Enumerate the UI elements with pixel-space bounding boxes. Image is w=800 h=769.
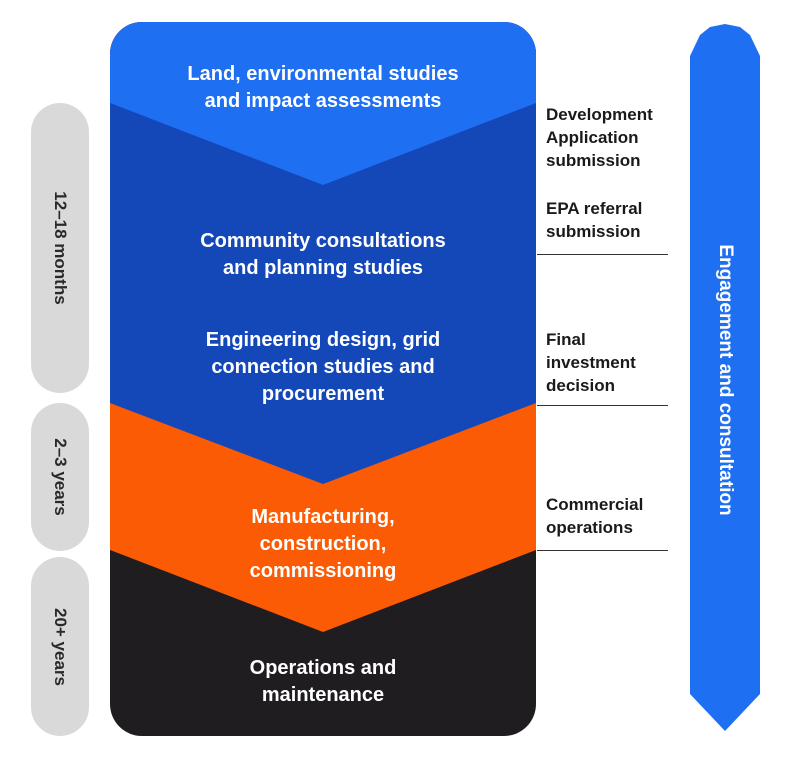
stage-engineering-label: Engineering design, grid connection stud… (205, 329, 441, 405)
milestone-divider (537, 550, 668, 551)
milestone-development-application: Development Application submission (546, 105, 653, 170)
timeline-pill-phase2: 2–3 years (31, 403, 89, 551)
stage-community-label: Community consultations and planning stu… (200, 230, 446, 279)
milestone-epa-referral: EPA referral submission (546, 199, 643, 241)
milestone-final-investment: Final investment decision (546, 330, 636, 395)
engagement-label: Engagement and consultation (715, 244, 736, 516)
stage-stack (110, 22, 536, 736)
timeline-pill-phase1: 12–18 months (31, 103, 89, 393)
stage-land-label: Land, environmental studies and impact a… (187, 63, 459, 112)
milestone-divider (537, 405, 668, 406)
milestone-divider (537, 254, 668, 255)
milestone-commercial-operations: Commercial operations (546, 495, 644, 537)
stage-land-shape (110, 22, 536, 185)
stage-operations-label: Operations and maintenance (249, 657, 397, 706)
engagement-arrow (690, 24, 760, 731)
stage-manufacturing-label: Manufacturing, construction, commissioni… (249, 506, 397, 582)
timeline-pill-phase3: 20+ years (31, 557, 89, 736)
